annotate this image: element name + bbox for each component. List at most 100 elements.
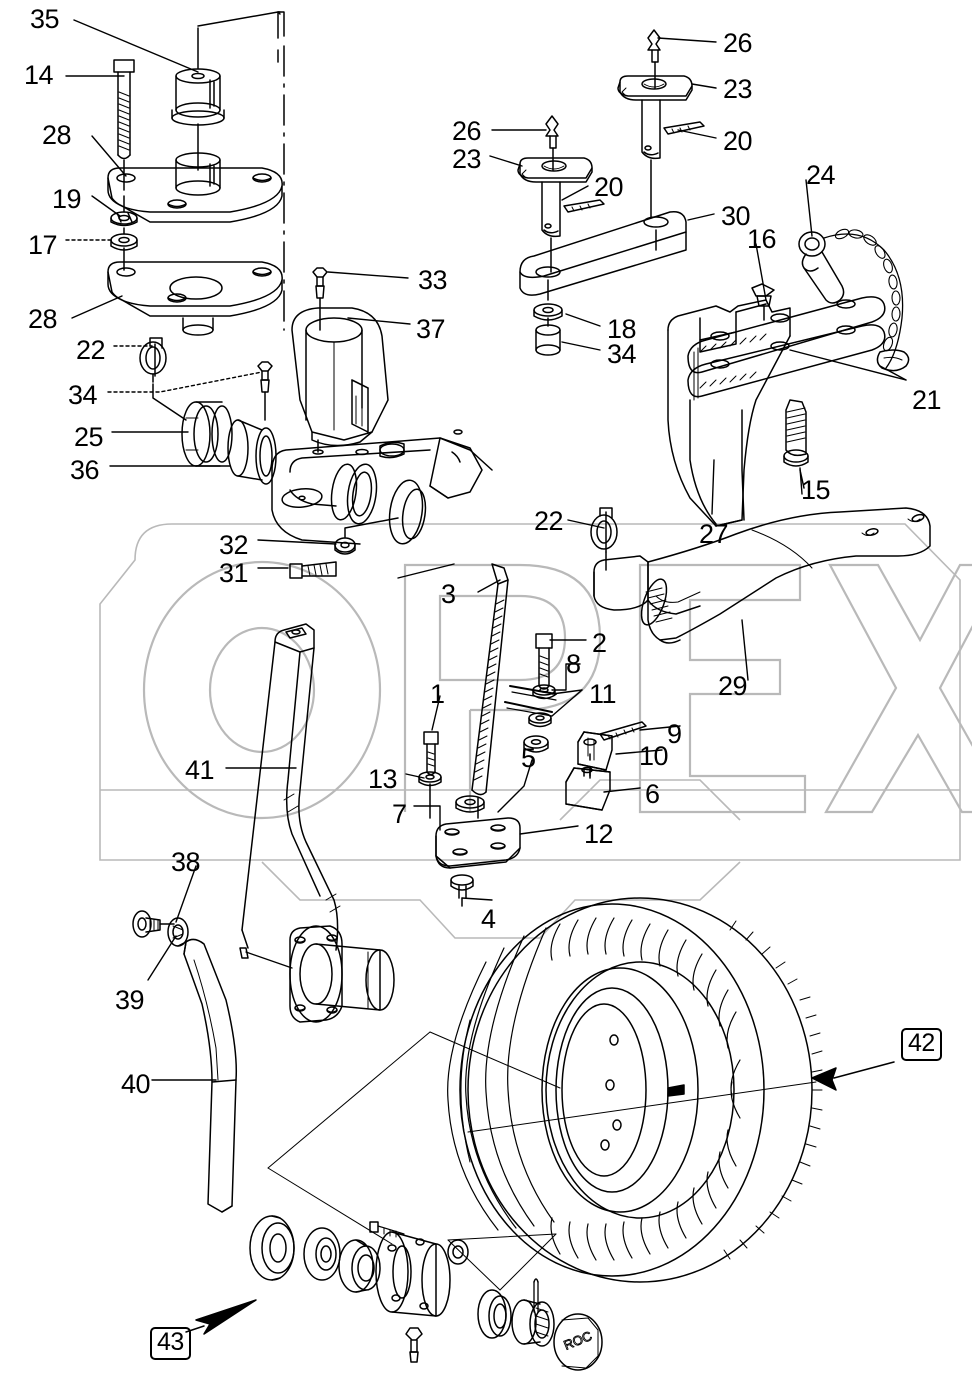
callout-8: 8 xyxy=(566,649,581,679)
callout-24: 24 xyxy=(806,160,836,190)
callout-33: 33 xyxy=(418,265,448,295)
part-30-link-bar xyxy=(519,210,687,301)
part-22-lynch-pin-b xyxy=(590,507,618,553)
callout-15: 15 xyxy=(801,475,831,505)
part-43-hub-kit: ROC xyxy=(249,1215,603,1371)
callout-34b: 34 xyxy=(68,380,98,410)
part-23-bracket-right xyxy=(617,75,693,101)
part-40-tine xyxy=(183,938,238,1213)
part-36-spacer xyxy=(227,419,277,485)
callout-16: 16 xyxy=(747,224,777,254)
callout-23a: 23 xyxy=(723,74,753,104)
part-26-pin-right xyxy=(647,29,661,89)
part-19-washer xyxy=(110,211,138,227)
callout-6: 6 xyxy=(645,779,660,809)
callout-22a: 22 xyxy=(76,335,106,365)
part-2-bolt xyxy=(535,633,553,690)
part-28-upper-plate xyxy=(107,152,283,223)
callout-23b: 23 xyxy=(452,144,482,174)
part-6-block xyxy=(565,766,611,811)
callout-30: 30 xyxy=(721,201,751,231)
callout-14: 14 xyxy=(24,60,54,90)
callout-42: 42 xyxy=(901,1028,942,1061)
part-23-bracket-left xyxy=(517,157,593,183)
callout-2: 2 xyxy=(592,628,607,658)
callout-27: 27 xyxy=(699,519,729,549)
callout-13: 13 xyxy=(368,764,398,794)
callout-7: 7 xyxy=(392,799,407,829)
callout-20b: 20 xyxy=(594,172,624,202)
part-28-lower-plate xyxy=(107,261,283,336)
part-12-mount-plate xyxy=(435,817,521,869)
part-9-spring-pin xyxy=(599,721,647,741)
part-7-washer xyxy=(455,795,485,813)
callout-38: 38 xyxy=(171,847,201,877)
part-35-bushing xyxy=(171,27,225,171)
callout-20a: 20 xyxy=(723,126,753,156)
callout-36: 36 xyxy=(70,455,100,485)
callout-12: 12 xyxy=(584,819,614,849)
part-5-nut xyxy=(523,735,549,753)
part-37-spindle-bracket xyxy=(291,307,389,447)
callout-10: 10 xyxy=(639,741,669,771)
callout-41: 41 xyxy=(185,755,215,785)
part-1-bolt xyxy=(423,731,439,776)
part-41-tine-leg xyxy=(241,623,341,951)
part-42-tire-wheel xyxy=(447,897,823,1283)
part-34-bushing-b xyxy=(535,324,561,356)
callout-19: 19 xyxy=(52,184,82,214)
part-38-bolt xyxy=(132,910,175,938)
part-20-clip-right xyxy=(663,121,705,135)
callout-5: 5 xyxy=(521,743,536,773)
part-32-washer xyxy=(334,537,356,555)
leader-lines xyxy=(65,19,907,1081)
callout-4: 4 xyxy=(481,904,496,934)
part-34-grease-fitting-a xyxy=(257,361,273,421)
callout-40: 40 xyxy=(121,1069,151,1099)
callout-43: 43 xyxy=(150,1327,191,1360)
spindle-hub-on-leg xyxy=(239,925,395,1023)
part-11-cotter-pins xyxy=(504,685,557,717)
callout-3: 3 xyxy=(441,579,456,609)
callout-22b: 22 xyxy=(534,506,564,536)
axle-housing xyxy=(271,429,493,545)
callout-31: 31 xyxy=(219,558,249,588)
part-10-clamp xyxy=(577,731,613,771)
part-27-scraper-assembly xyxy=(667,296,886,527)
callout-37: 37 xyxy=(416,314,446,344)
callout-35: 35 xyxy=(30,4,60,34)
callout-28b: 28 xyxy=(28,304,58,334)
part-20-clip-left xyxy=(563,199,605,213)
part-20-rod-right xyxy=(641,99,661,219)
callout-43-arrow xyxy=(185,1299,257,1335)
callout-39: 39 xyxy=(115,985,145,1015)
part-26-pin-left xyxy=(545,115,559,171)
callout-25: 25 xyxy=(74,422,104,452)
part-25-seal xyxy=(181,401,233,467)
assembly-lines xyxy=(267,1031,561,1291)
callout-9: 9 xyxy=(667,719,682,749)
callout-17: 17 xyxy=(28,230,58,260)
callout-26a: 26 xyxy=(723,28,753,58)
part-24-chain xyxy=(823,228,910,372)
part-33-grease-fitting xyxy=(312,267,328,331)
part-14-bolt xyxy=(113,59,135,191)
part-20-rod-left xyxy=(541,181,561,273)
part-31-bolt xyxy=(289,561,337,579)
callout-32: 32 xyxy=(219,530,249,560)
svg-text:ROC: ROC xyxy=(562,1328,594,1353)
callout-26b: 26 xyxy=(452,116,482,146)
part-29-axle-arm xyxy=(593,507,931,644)
part-4-bolt xyxy=(450,874,474,907)
callout-11: 11 xyxy=(589,679,617,709)
callout-29: 29 xyxy=(718,671,748,701)
part-22-lynch-pin-a xyxy=(139,337,167,383)
part-3-adjusting-screw xyxy=(471,563,509,819)
callout-34a: 34 xyxy=(607,339,637,369)
callout-21: 21 xyxy=(912,385,942,415)
part-24-hitch-pin xyxy=(798,231,845,304)
callout-18: 18 xyxy=(607,314,637,344)
